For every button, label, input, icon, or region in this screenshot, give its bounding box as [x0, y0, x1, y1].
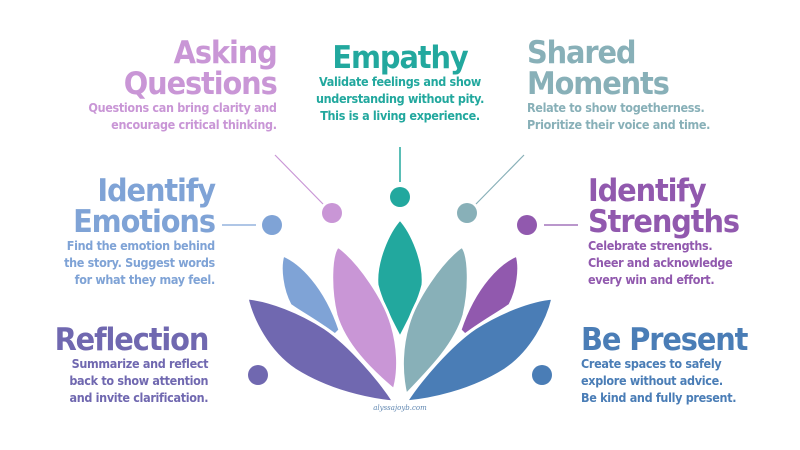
- section-description: Find the emotion behind the story. Sugge…: [64, 238, 215, 289]
- section-description: Celebrate strengths. Cheer and acknowled…: [588, 238, 737, 289]
- title-line: Strengths: [588, 204, 740, 240]
- section-empathy: Empathy Validate feelings and show under…: [290, 43, 510, 125]
- dot-identify-emotions: [262, 215, 282, 235]
- petal-shared-moments: [400, 244, 470, 397]
- section-title: Shared Moments: [527, 38, 712, 100]
- watermark: alyssajoyb.com: [373, 404, 427, 412]
- description-line: Validate feelings and show: [319, 75, 481, 89]
- section-identify-strengths: Identify Strengths Celebrate strengths. …: [588, 176, 750, 289]
- title-line: Questions: [124, 66, 278, 102]
- section-description: Questions can bring clarity and encourag…: [88, 100, 278, 134]
- section-description: Summarize and reflect back to show atten…: [56, 356, 208, 407]
- description-line: Celebrate strengths.: [588, 239, 713, 253]
- title-line: Moments: [527, 66, 670, 102]
- title-line: Reflection: [54, 322, 209, 358]
- dot-asking-questions: [322, 203, 342, 223]
- dot-empathy: [390, 187, 410, 207]
- description-line: and invite clarification.: [69, 391, 208, 405]
- description-line: back to show attention: [69, 374, 208, 388]
- section-title: Reflection: [54, 322, 209, 358]
- title-line: Be Present: [581, 322, 748, 358]
- description-line: Be kind and fully present.: [581, 391, 737, 405]
- section-description: Relate to show togetherness. Prioritize …: [527, 100, 710, 134]
- section-title: Asking Questions: [87, 35, 278, 102]
- section-description: Create spaces to safely explore without …: [581, 356, 746, 407]
- petal-reflection: [245, 296, 396, 404]
- section-be-present: Be Present Create spaces to safely explo…: [581, 325, 760, 407]
- lotus-flower-icon: [245, 217, 555, 404]
- description-line: This is a living experience.: [320, 109, 480, 123]
- petal-be-present: [404, 296, 555, 404]
- section-identify-emotions: Identify Emotions Find the emotion behin…: [51, 173, 216, 289]
- section-title: Identify Strengths: [588, 173, 740, 240]
- title-line: Emotions: [73, 204, 216, 240]
- description-line: Cheer and acknowledge: [588, 256, 733, 270]
- description-line: explore without advice.: [581, 374, 723, 388]
- connector-line-asking-questions: [274, 154, 324, 205]
- description-line: Summarize and reflect: [71, 357, 208, 371]
- petal-empathy: [375, 217, 425, 340]
- title-line: Identify: [588, 173, 707, 209]
- description-line: Relate to show togetherness.: [527, 101, 705, 115]
- section-asking-questions: Asking Questions Questions can bring cla…: [72, 35, 278, 134]
- description-line: Prioritize their voice and time.: [527, 118, 711, 132]
- title-line: Empathy: [332, 40, 468, 76]
- section-shared-moments: Shared Moments Relate to show togetherne…: [527, 38, 726, 134]
- description-line: every win and effort.: [588, 273, 715, 287]
- description-line: encourage critical thinking.: [111, 118, 278, 132]
- description-line: Questions can bring clarity and: [88, 101, 278, 115]
- petal-asking-questions: [330, 244, 400, 392]
- section-title: Empathy: [298, 43, 503, 74]
- title-line: Shared: [527, 35, 637, 71]
- connector-line-shared-moments: [475, 154, 525, 205]
- section-title: Identify Emotions: [63, 173, 216, 240]
- description-line: the story. Suggest words: [64, 256, 215, 270]
- title-line: Identify: [97, 173, 216, 209]
- dot-identify-strengths: [517, 215, 537, 235]
- dot-reflection: [248, 365, 268, 385]
- dot-be-present: [532, 365, 552, 385]
- section-description: Validate feelings and show understanding…: [299, 74, 501, 125]
- dot-shared-moments: [457, 203, 477, 223]
- section-title: Be Present: [581, 322, 748, 358]
- description-line: Find the emotion behind: [66, 239, 215, 253]
- description-line: understanding without pity.: [315, 92, 485, 106]
- section-reflection: Reflection Summarize and reflect back to…: [43, 322, 209, 407]
- description-line: for what they may feel.: [74, 273, 216, 287]
- description-line: Create spaces to safely: [581, 357, 722, 371]
- title-line: Asking: [174, 35, 278, 71]
